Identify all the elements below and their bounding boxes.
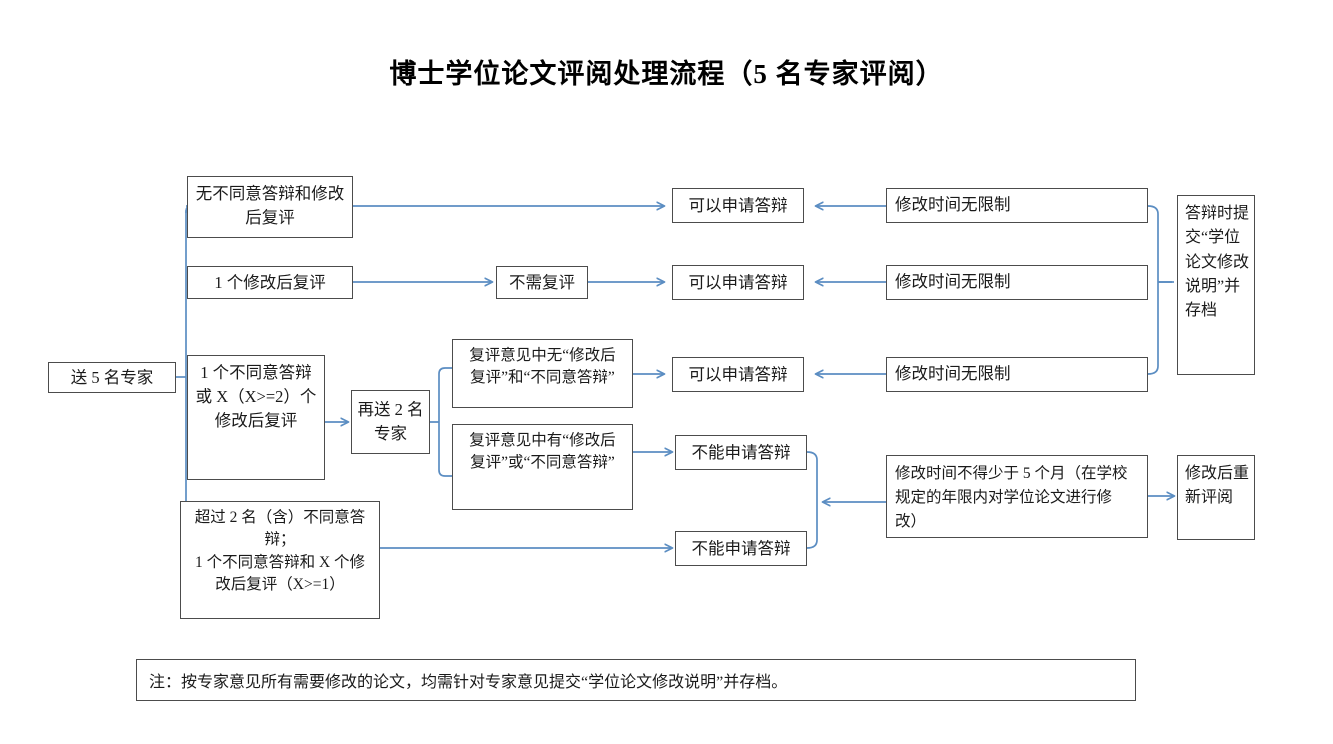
node-can-apply-defense-2[interactable]: 可以申请答辩 xyxy=(672,265,804,300)
footer-note-box: 注：按专家意见所有需要修改的论文，均需针对专家意见提交“学位论文修改说明”并存档… xyxy=(136,659,1136,701)
node-unlimited-revision-time-2[interactable]: 修改时间无限制 xyxy=(886,265,1148,300)
node-cannot-apply-defense-1[interactable]: 不能申请答辩 xyxy=(675,435,807,470)
node-recheck-opinion-has-issue[interactable]: 复评意见中有“修改后 复评”或“不同意答辩” xyxy=(452,424,633,510)
node-branch-no-disagree[interactable]: 无不同意答辩和修改 后复评 xyxy=(187,176,353,238)
node-min-five-months-revision[interactable]: 修改时间不得少于 5 个月（在学校 规定的年限内对学位论文进行修 改） xyxy=(886,455,1148,538)
node-no-recheck-needed[interactable]: 不需复评 xyxy=(496,266,588,299)
node-unlimited-revision-time-3[interactable]: 修改时间无限制 xyxy=(886,357,1148,392)
node-can-apply-defense-3[interactable]: 可以申请答辩 xyxy=(672,357,804,392)
node-unlimited-revision-time-1[interactable]: 修改时间无限制 xyxy=(886,188,1148,223)
node-re-review-after-revision[interactable]: 修改后重 新评阅 xyxy=(1177,455,1255,540)
node-branch-one-disagree[interactable]: 1 个不同意答辩 或 X（X>=2）个 修改后复评 xyxy=(187,355,325,480)
footer-note-text: 注：按专家意见所有需要修改的论文，均需针对专家意见提交“学位论文修改说明”并存档… xyxy=(149,674,788,691)
node-branch-one-revision[interactable]: 1 个修改后复评 xyxy=(187,266,353,299)
node-start[interactable]: 送 5 名专家 xyxy=(48,362,176,393)
node-cannot-apply-defense-2[interactable]: 不能申请答辩 xyxy=(675,531,807,566)
page-title: 博士学位论文评阅处理流程（5 名专家评阅） xyxy=(389,59,944,89)
node-recheck-opinion-clean[interactable]: 复评意见中无“修改后 复评”和“不同意答辩” xyxy=(452,339,633,408)
node-submit-revision-statement[interactable]: 答辩时提 交“学位 论文修改 说明”并 存档 xyxy=(1177,195,1255,375)
node-can-apply-defense-1[interactable]: 可以申请答辩 xyxy=(672,188,804,223)
node-branch-over-two-disagree[interactable]: 超过 2 名（含）不同意答 辩； 1 个不同意答辩和 X 个修 改后复评（X>=… xyxy=(180,501,380,619)
node-send-two-more-experts[interactable]: 再送 2 名 专家 xyxy=(351,390,430,454)
